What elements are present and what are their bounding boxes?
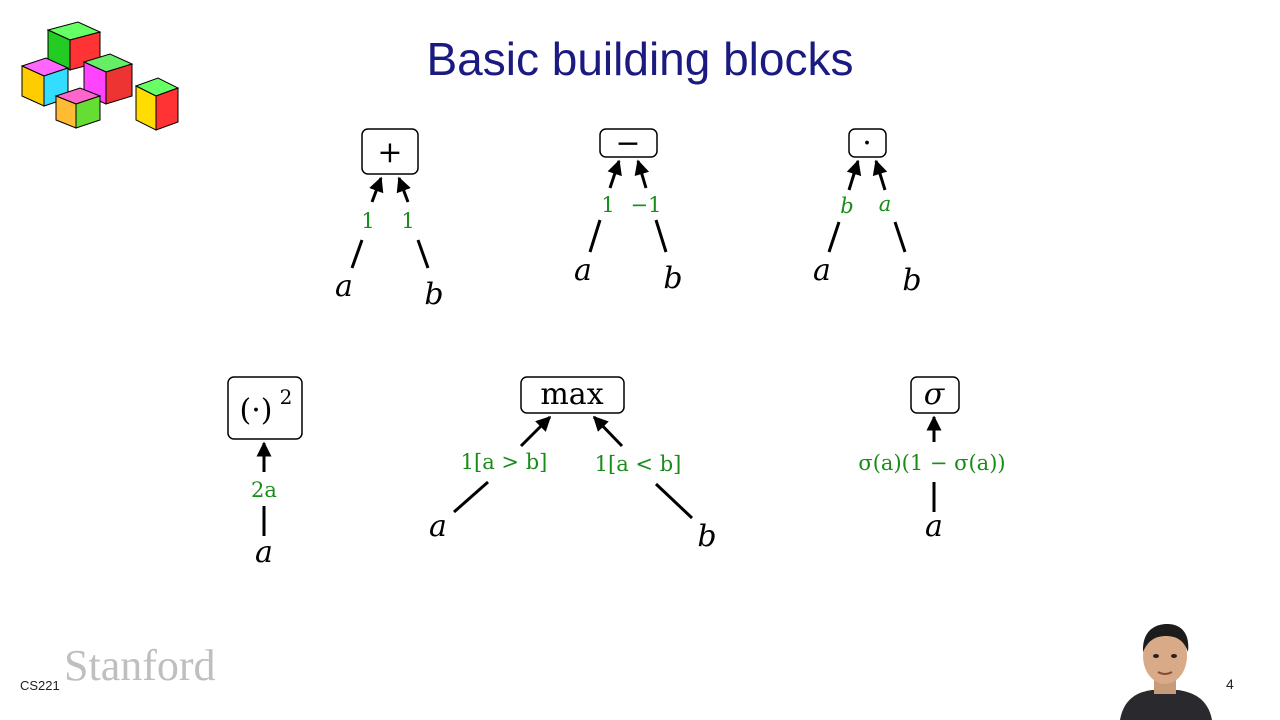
- sigmoid-op-box: [910, 376, 960, 414]
- add-left-gradient: 1: [361, 209, 374, 233]
- mul-left-gradient: b: [840, 194, 853, 218]
- page-number: 4: [1226, 676, 1234, 692]
- max-left-edge-lower: [453, 480, 489, 514]
- sigmoid-block: σ σ(a)(1 − σ(a)) a: [858, 376, 1006, 544]
- sigmoid-op-label: σ: [924, 377, 946, 412]
- cubes-logo: [20, 21, 180, 131]
- sub-right-var: b: [663, 261, 682, 296]
- max-right-edge-upper: [592, 415, 624, 448]
- mul-op-label: ·: [862, 126, 872, 161]
- speaker-webcam: [1110, 612, 1220, 720]
- max-left-edge-upper: [519, 415, 552, 448]
- sub-left-gradient: 1: [601, 193, 614, 217]
- sub-right-gradient: −1: [631, 193, 662, 217]
- mul-op-box: [848, 128, 887, 158]
- add-left-edge-upper: [369, 176, 384, 203]
- mul-right-gradient: a: [879, 192, 892, 216]
- max-op-box: [520, 376, 625, 414]
- add-right-var: b: [424, 277, 443, 312]
- square-var: a: [255, 535, 273, 570]
- sub-left-var: a: [574, 253, 592, 288]
- add-op-box: [361, 128, 419, 175]
- add-block: + 1 1 a b: [335, 128, 444, 312]
- max-right-edge-lower: [654, 482, 694, 520]
- square-block: (·) 2 2a a: [227, 376, 303, 570]
- sub-right-edge-lower: [654, 219, 668, 253]
- square-op-label: (·): [240, 393, 273, 428]
- mul-right-edge-upper: [872, 159, 888, 191]
- max-block: max 1[a > b] 1[a < b] a b: [429, 376, 717, 554]
- slide-title: Basic building blocks: [426, 33, 854, 85]
- sub-block: − 1 −1 a b: [574, 126, 683, 296]
- course-code: CS221: [20, 678, 60, 693]
- mul-block: · b a a b: [813, 126, 922, 298]
- sub-op-box: [599, 128, 658, 158]
- add-left-var: a: [335, 269, 353, 304]
- add-left-edge-lower: [350, 239, 364, 269]
- mul-left-edge-lower: [827, 221, 841, 253]
- sub-op-label: −: [615, 126, 640, 161]
- sigmoid-var: a: [925, 509, 943, 544]
- sub-left-edge-upper: [607, 159, 622, 189]
- square-op-superscript: 2: [280, 385, 293, 409]
- max-left-gradient: 1[a > b]: [461, 450, 548, 474]
- sigmoid-gradient: σ(a)(1 − σ(a)): [858, 451, 1005, 475]
- square-op-box: [227, 376, 303, 440]
- max-right-gradient: 1[a < b]: [595, 452, 682, 476]
- add-right-edge-lower: [416, 239, 430, 269]
- max-left-var: a: [429, 509, 447, 544]
- mul-right-var: b: [902, 263, 921, 298]
- stanford-logo: Stanford: [64, 641, 216, 690]
- sub-left-edge-lower: [588, 219, 602, 253]
- mul-left-edge-upper: [846, 159, 862, 191]
- mul-right-edge-lower: [893, 221, 907, 253]
- add-right-edge-upper: [396, 176, 411, 203]
- max-op-label: max: [540, 377, 603, 412]
- sub-right-edge-upper: [634, 159, 650, 189]
- add-op-label: +: [377, 135, 402, 170]
- add-right-gradient: 1: [401, 209, 414, 233]
- max-right-var: b: [697, 519, 716, 554]
- square-gradient: 2a: [251, 478, 277, 502]
- mul-left-var: a: [813, 253, 831, 288]
